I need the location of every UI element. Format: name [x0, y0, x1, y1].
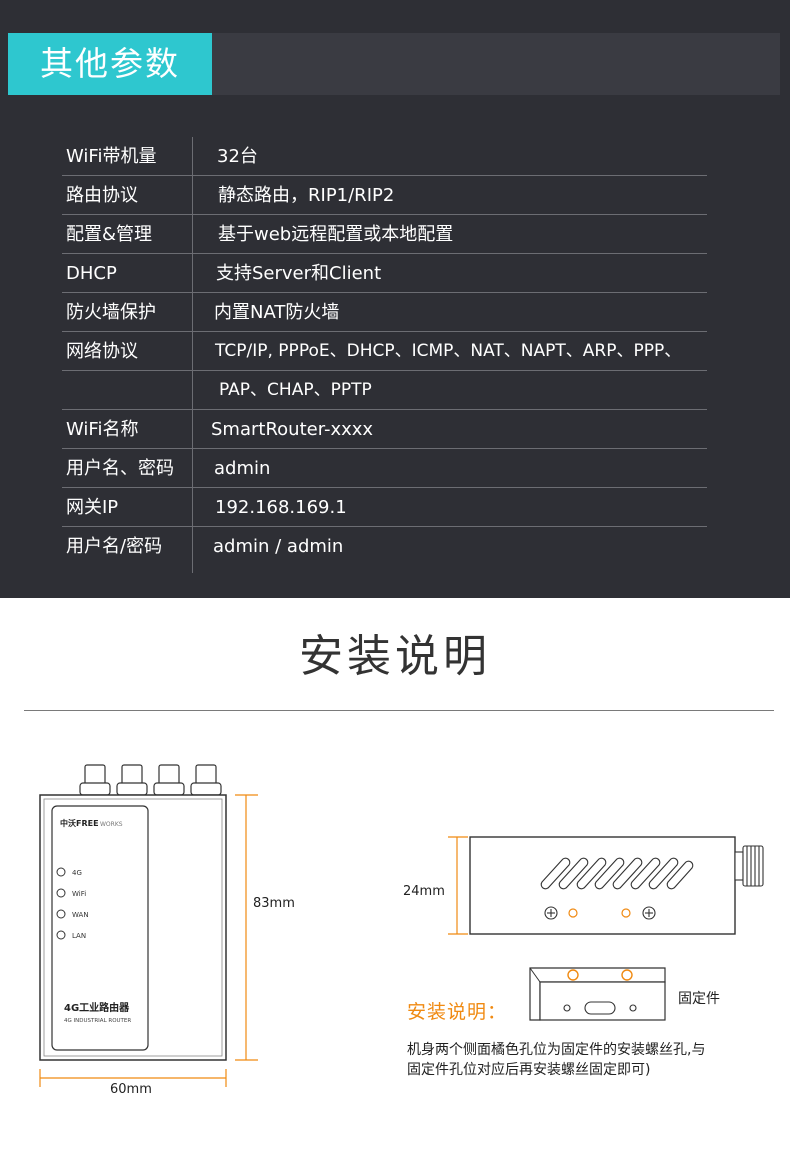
spec-value: 静态路由，RIP1/RIP2	[218, 185, 395, 206]
spec-key: 防火墙保护	[66, 302, 156, 323]
spec-row: 网关IP 192.168.169.1	[62, 488, 710, 527]
spec-value: SmartRouter-xxxx	[211, 419, 374, 440]
instruction-line: 固定件孔位对应后再安装螺丝固定即可)	[407, 1062, 651, 1078]
spec-row: 网络协议 TCP/IP, PPPoE、DHCP、ICMP、NAT、NAPT、AR…	[62, 332, 710, 371]
led-label: WiFi	[72, 890, 86, 898]
spec-row: 配置&管理 基于web远程配置或本地配置	[62, 215, 710, 254]
depth-label: 24mm	[403, 884, 445, 899]
vent-slots-icon	[540, 857, 694, 890]
row-divider	[62, 370, 707, 371]
bracket-hole-icon	[567, 969, 633, 981]
spec-row: 用户名/密码 admin / admin	[62, 527, 710, 566]
spec-value: 192.168.169.1	[215, 497, 347, 518]
spec-value: TCP/IP, PPPoE、DHCP、ICMP、NAT、NAPT、ARP、PPP…	[215, 341, 682, 361]
spec-value: admin	[214, 458, 271, 479]
led-4g-icon	[56, 867, 66, 877]
led-label: 4G	[72, 869, 82, 877]
front-panel	[51, 805, 149, 1051]
spec-value: 支持Server和Client	[216, 263, 382, 284]
spec-value: admin / admin	[213, 536, 344, 557]
brand-logo-suffix: WORKS	[100, 821, 123, 828]
led-wifi-icon	[56, 888, 66, 898]
row-divider	[62, 448, 707, 449]
router-side-diagram: 24mm	[403, 836, 764, 935]
product-name: 4G工业路由器	[64, 1001, 130, 1014]
spec-key: WiFi带机量	[66, 146, 157, 167]
spec-key: 网络协议	[66, 341, 138, 362]
width-dimension	[39, 1069, 227, 1087]
led-label: WAN	[72, 911, 89, 919]
spec-value: PAP、CHAP、PPTP	[219, 380, 372, 400]
spec-key: 用户名、密码	[66, 458, 174, 479]
spec-header-title: 其他参数	[8, 33, 212, 95]
led-label: LAN	[72, 932, 86, 940]
spec-value: 内置NAT防火墙	[214, 302, 340, 323]
spec-key: 配置&管理	[66, 224, 153, 245]
spec-key: DHCP	[66, 263, 117, 284]
instruction-label: 安装说明：	[407, 1001, 508, 1023]
brand-logo: 中沃FREE	[60, 818, 99, 828]
spec-row: 防火墙保护 内置NAT防火墙	[62, 293, 710, 332]
spec-value: 32台	[217, 146, 258, 167]
spec-column-divider	[192, 137, 193, 573]
section-divider	[24, 710, 774, 711]
spec-key: 路由协议	[66, 185, 138, 206]
spec-key: 网关IP	[66, 497, 119, 518]
bracket-diagram	[529, 967, 666, 1021]
side-antenna-icon	[734, 845, 764, 887]
spec-row: WiFi带机量 32台	[62, 137, 710, 176]
spec-row: DHCP 支持Server和Client	[62, 254, 710, 293]
instruction-text: 机身两个侧面橘色孔位为固定件的安装螺丝孔,与 固定件孔位对应后再安装螺丝固定即可…	[407, 1040, 777, 1080]
spec-row: 用户名、密码 admin	[62, 449, 710, 488]
screw-icon	[544, 906, 656, 920]
height-dimension	[235, 794, 258, 1061]
router-front-diagram: 中沃FREE WORKS 4G WiFi WAN LAN 4G工业路由器 4G …	[39, 764, 295, 1097]
row-divider	[62, 253, 707, 254]
row-divider	[62, 526, 707, 527]
spec-row: PAP、CHAP、PPTP	[62, 371, 710, 410]
spec-value: 基于web远程配置或本地配置	[218, 224, 454, 245]
product-subtitle: 4G INDUSTRIAL ROUTER	[64, 1018, 131, 1024]
spec-row: WiFi名称 SmartRouter-xxxx	[62, 410, 710, 449]
antenna-connectors	[79, 764, 222, 796]
row-divider	[62, 175, 707, 176]
led-wan-icon	[56, 909, 66, 919]
depth-dimension	[448, 836, 468, 935]
row-divider	[62, 409, 707, 410]
row-divider	[62, 292, 707, 293]
spec-key: WiFi名称	[66, 419, 139, 440]
spec-row: 路由协议 静态路由，RIP1/RIP2	[62, 176, 710, 215]
install-title: 安装说明	[299, 631, 491, 682]
mount-hole-icon	[568, 908, 631, 918]
spec-panel: 其他参数 WiFi带机量 32台 路由协议 静态路由，RIP1/RIP2 配置&…	[0, 0, 790, 598]
height-label: 83mm	[253, 896, 295, 911]
spec-key: 用户名/密码	[66, 536, 163, 557]
side-body	[469, 836, 736, 935]
led-lan-icon	[56, 930, 66, 940]
width-label: 60mm	[110, 1082, 152, 1097]
row-divider	[62, 331, 707, 332]
row-divider	[62, 487, 707, 488]
bracket-label: 固定件	[678, 991, 720, 1007]
instruction-line: 机身两个侧面橘色孔位为固定件的安装螺丝孔,与	[407, 1042, 706, 1058]
row-divider	[62, 214, 707, 215]
